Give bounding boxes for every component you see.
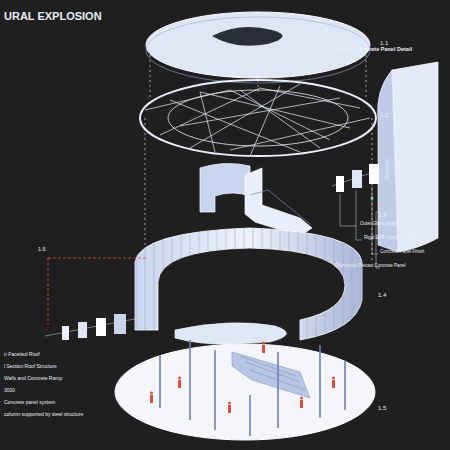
precast-panel-detail [332,62,438,268]
panel-callout [45,258,148,340]
legend-note: column supported by steel structure [4,412,83,418]
core-wall [200,163,250,212]
callout-number: 1.2 [380,112,388,119]
callout-number: 1.1 [380,40,388,47]
legend-note: Concrete panel system [4,400,55,406]
steel-columns [160,340,345,436]
layer-label: Outer Glass Array [360,222,396,227]
diagram-title: URAL EXPLOSION [4,10,102,22]
layer-label: Reinforced Precast Concrete Panel [335,264,406,269]
callout-number: 1.6 [334,36,342,43]
legend-note: n Facetted Roof [4,352,40,358]
layer-label: Concrete Panel Finish [380,250,424,255]
callout-number: 1.3 [378,212,386,219]
callout-number: 1.5 [378,405,386,412]
legend-note: l Section Roof Structure [4,364,57,370]
detail-title: Precast Concrete Panel Detail [334,46,412,52]
layer-label: Rigid EPS Insulation Board [364,236,418,241]
stair-ramp [245,168,312,236]
callout-number: 1.6 [38,246,46,252]
legend-note: Walls and Concrete Ramp [4,376,62,382]
callout-number: 1.4 [378,292,386,299]
alignment-guides [145,45,372,260]
human-figures [150,342,335,414]
ground-floor [115,323,375,440]
legend-note: 3000 [4,388,15,394]
